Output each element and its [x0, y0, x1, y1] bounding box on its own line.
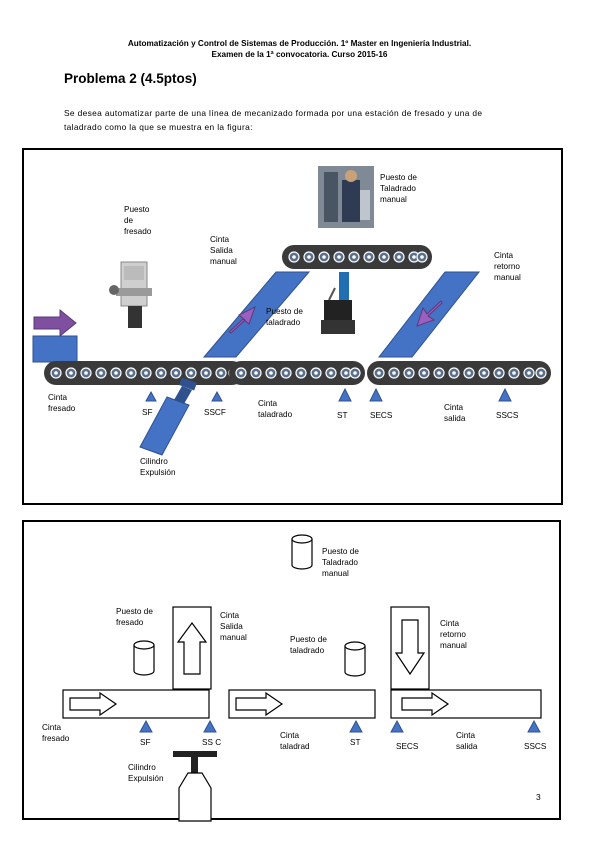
cinta-fresado-arrow: [69, 691, 118, 717]
cinta-taladrado-arrow: [235, 691, 284, 717]
sensor-sscf-marker: [211, 390, 223, 402]
sensor-secs-label: SECS: [370, 411, 393, 420]
cinta-salida-belt: [367, 361, 551, 385]
sensor-sf-marker: [145, 390, 157, 402]
workpiece-arrow: [33, 308, 77, 338]
label-cinta-retorno-manual: Cinta retorno manual: [440, 619, 467, 650]
problem-title: Problema 2 (4.5ptos): [64, 71, 197, 86]
label-cinta-retorno-manual: Cinta retorno manual: [494, 251, 521, 282]
figure-1-drawing: [32, 166, 551, 456]
manual-drilling-photo: [318, 166, 374, 228]
figure-1-frame: Puesto de fresado Cinta Salida manual Pu…: [22, 148, 563, 505]
cinta-taladrado-belt: [229, 361, 365, 385]
label-cinta-taladrado: Cinta taladrado: [258, 399, 293, 419]
header-line-1: Automatización y Control de Sistemas de …: [127, 39, 472, 48]
sensor-st-marker: [349, 719, 363, 733]
label-puesto-taladrado-manual: Puesto de Taladrado manual: [322, 547, 359, 578]
intro-line-1: Se desea automatizar parte de una línea …: [64, 108, 483, 118]
figure-2-drawing: [62, 534, 542, 822]
sensor-st-label: ST: [350, 738, 361, 747]
label-cinta-taladrad: Cinta taladrad: [280, 731, 310, 751]
label-cinta-salida: Cinta salida: [456, 731, 478, 751]
sensor-ssc-marker: [203, 719, 217, 733]
cinta-salida-manual-arrow: [228, 305, 256, 334]
label-cinta-salida: Cinta salida: [444, 403, 466, 423]
label-cilindro-expulsion: Cilindro Expulsión: [140, 457, 176, 477]
sensor-sscs-marker: [498, 387, 512, 402]
label-puesto-fresado: Puesto de fresado: [116, 607, 153, 627]
sensor-sscf-label: SSCF: [204, 408, 226, 417]
label-cinta-fresado: Cinta fresado: [42, 723, 70, 743]
figure-2-frame: Puesto de Taladrado manual Puesto de fre…: [22, 520, 561, 822]
label-puesto-taladrado-manual: Puesto de Taladrado manual: [380, 173, 417, 204]
sensor-sscs-label: SSCS: [496, 411, 519, 420]
sensor-secs-marker: [369, 387, 383, 402]
label-cinta-salida-manual: Cinta Salida manual: [220, 611, 247, 642]
sensor-sscs-marker: [527, 719, 541, 733]
page-number: 3: [536, 792, 541, 802]
cinta-salida-manual-panel: [202, 271, 311, 358]
puesto-taladrado-manual-icon: [291, 534, 313, 570]
sensor-sscs-label: SSCS: [524, 742, 547, 751]
sensor-sf-label: SF: [142, 408, 153, 417]
milling-machine-image: [109, 261, 152, 328]
sensor-secs-marker: [390, 719, 404, 733]
sensor-sf-marker: [139, 719, 153, 733]
header-line-2: Examen de la 1ª convocatoria. Curso 2015…: [211, 50, 388, 59]
cinta-salida-arrow: [401, 691, 450, 717]
sensor-secs-label: SECS: [396, 742, 419, 751]
label-cilindro-expulsion: Cilindro Expulsión: [128, 763, 164, 783]
cinta-retorno-manual-arrow: [394, 619, 426, 676]
label-cinta-salida-manual: Cinta Salida manual: [210, 235, 237, 266]
label-puesto-fresado: Puesto de fresado: [124, 205, 152, 236]
cinta-salida-manual-arrow: [176, 621, 208, 675]
expulsion-cylinder-icon: [173, 751, 217, 822]
workpiece-box: [32, 335, 78, 363]
sensor-st-marker: [338, 387, 352, 402]
cinta-taladrado-manual-belt: [282, 245, 432, 269]
cinta-salida-manual-box: [172, 606, 212, 690]
sensor-ssc-label: SS C: [202, 738, 222, 747]
label-puesto-taladrado: Puesto de taladrado: [290, 635, 327, 655]
sensor-st-label: ST: [337, 411, 348, 420]
label-puesto-taladrado: Puesto de taladrado: [266, 307, 303, 327]
label-cinta-fresado: Cinta fresado: [48, 393, 76, 413]
expulsion-cylinder: [139, 377, 197, 456]
cinta-fresado-belt: [44, 361, 244, 385]
cinta-retorno-manual-arrow: [416, 300, 443, 327]
puesto-taladrado-icon: [344, 641, 366, 677]
drill-press-image: [321, 272, 355, 334]
intro-line-2: taladrado como la que se muestra en la f…: [64, 122, 253, 132]
puesto-fresado-icon: [133, 640, 155, 676]
sensor-sf-label: SF: [140, 738, 151, 747]
